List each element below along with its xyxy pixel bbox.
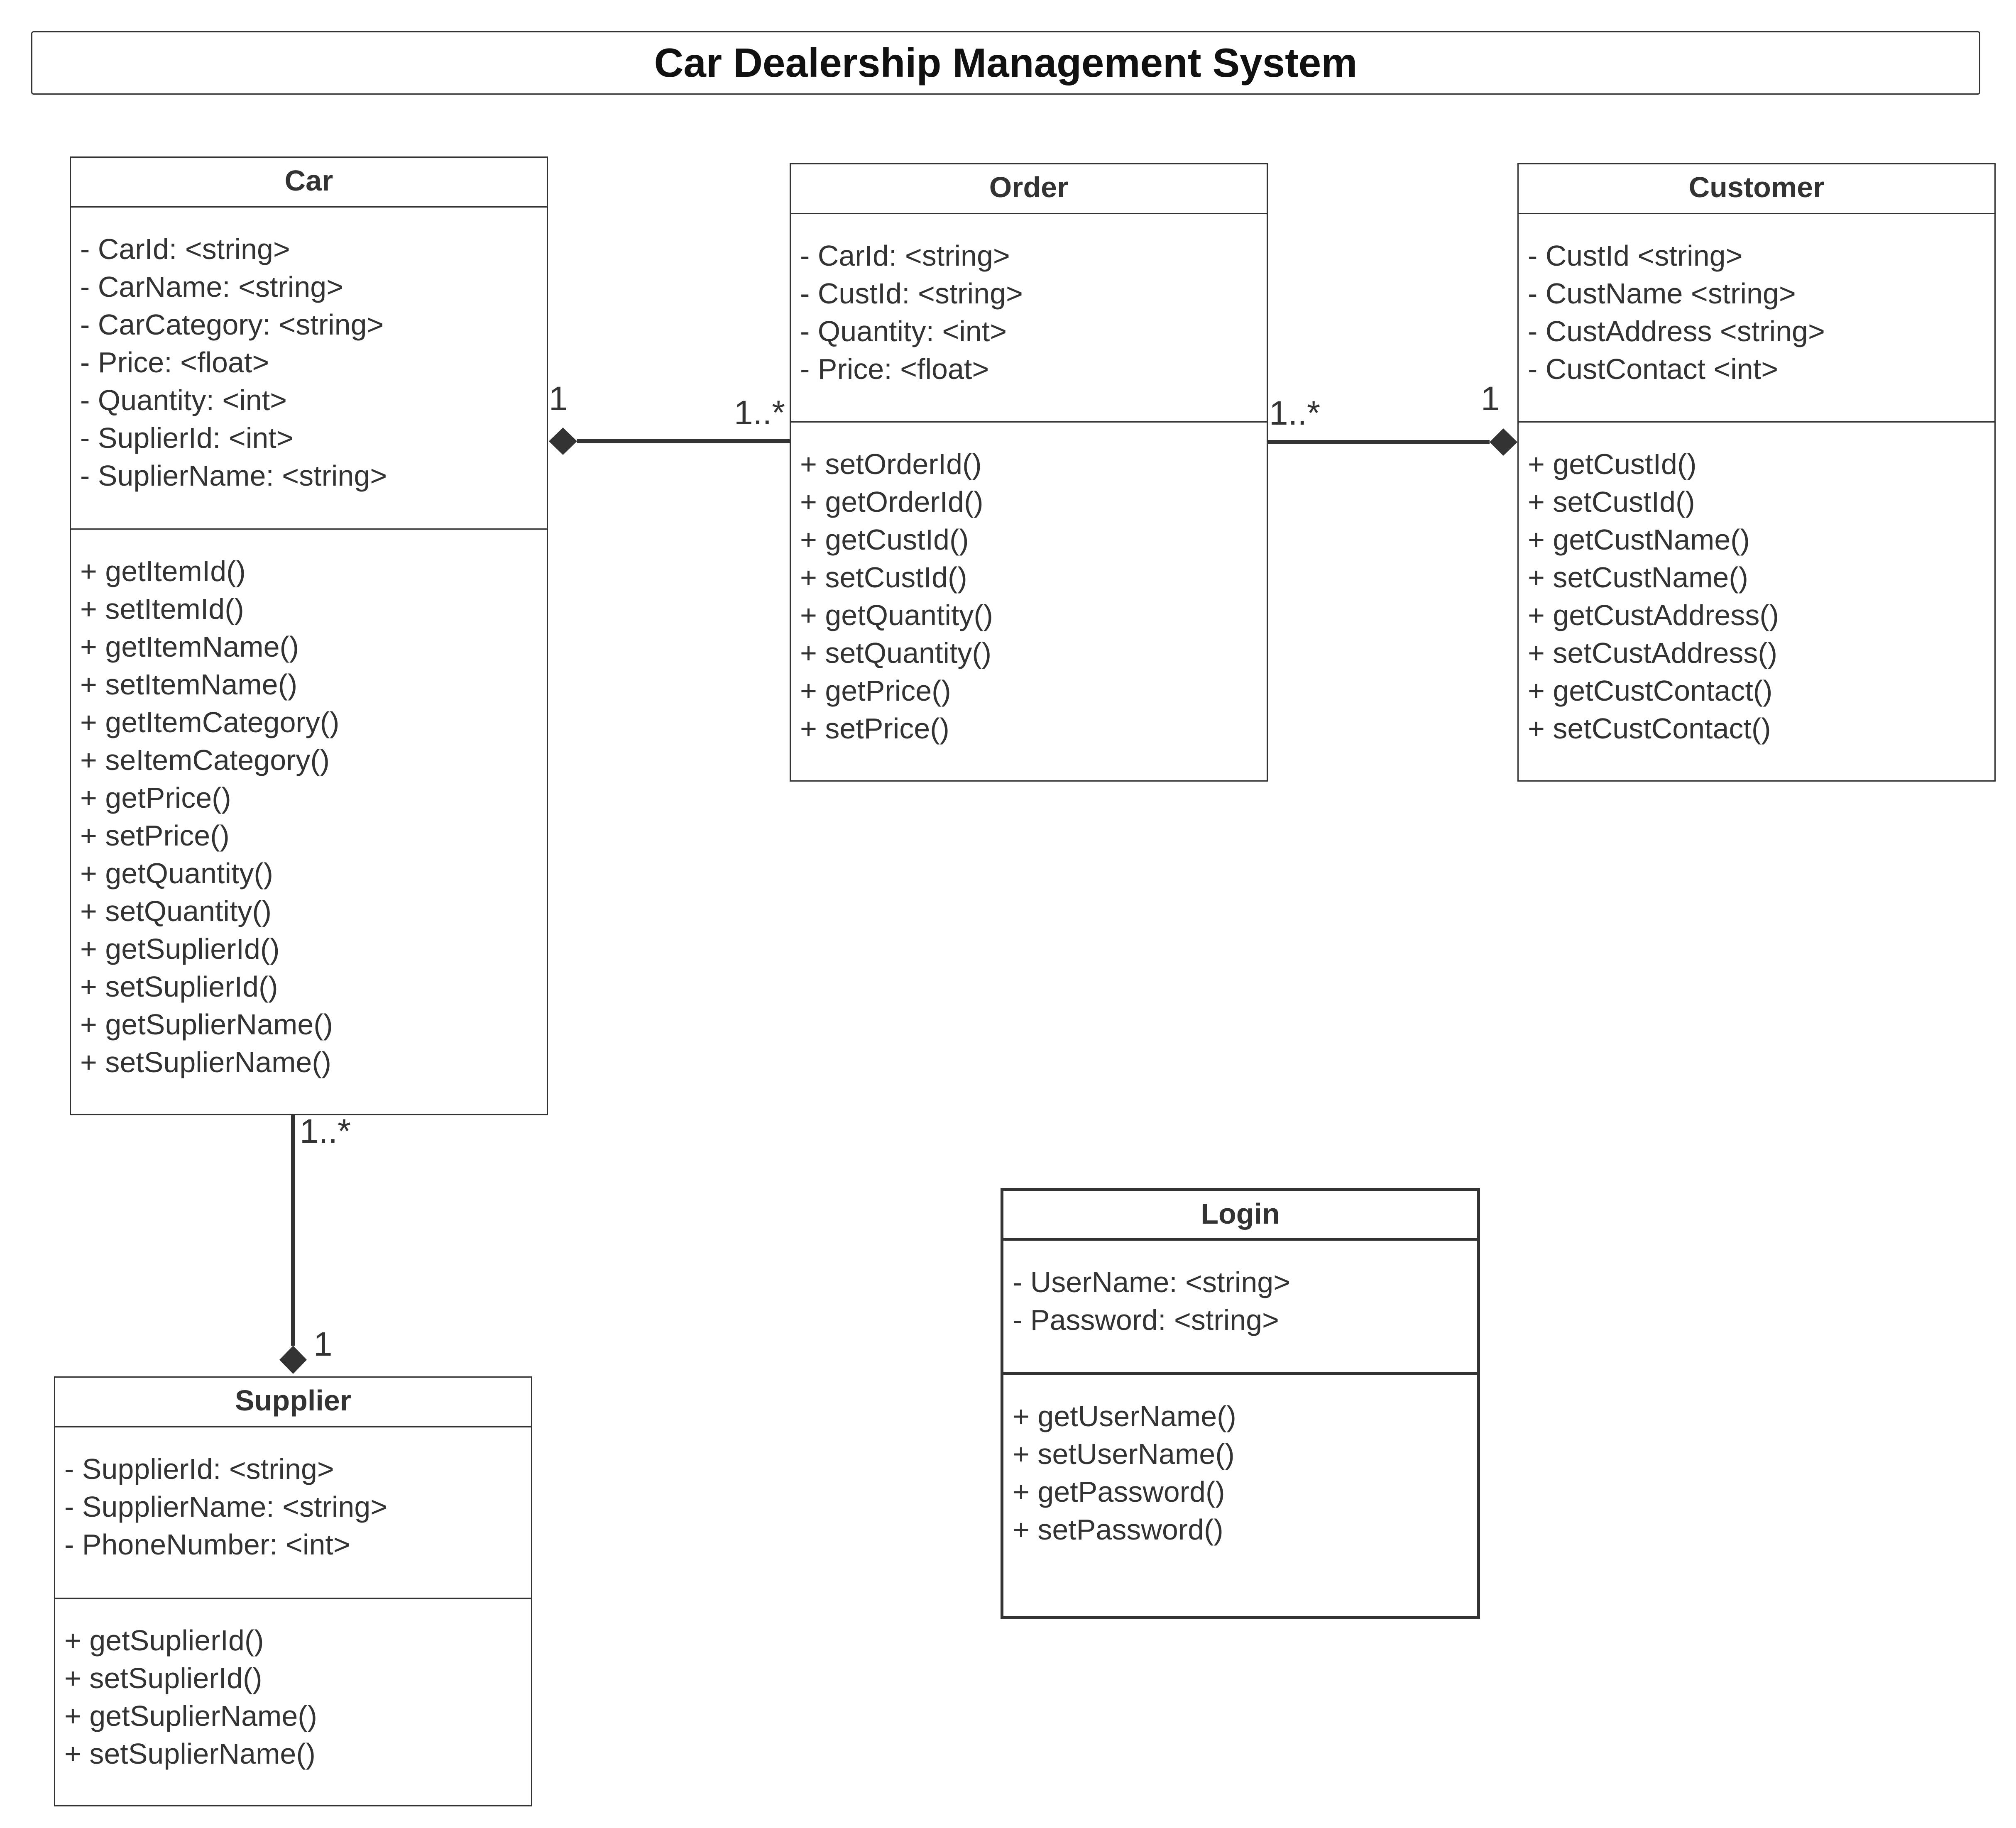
methods-section: + getSuplierId() + setSuplierId() + getSup… [55, 1599, 531, 1773]
method-line: + getCustId() [800, 523, 969, 556]
method-line: + setItemName() [80, 668, 298, 701]
class-name: Supplier [55, 1378, 531, 1427]
diagram-title-box: Car Dealership Management System [31, 31, 1980, 95]
methods-section: + getItemId() + setItemId() + getItemName(… [71, 530, 547, 1081]
class-login[interactable]: Login - UserName: <string> - Password: <s… [1001, 1188, 1480, 1619]
attribute-line: - SupplierId: <string> [64, 1453, 334, 1485]
attributes-section: - CarId: <string> - CustId: <string> - Qua… [791, 214, 1267, 423]
method-line: + getItemCategory() [80, 706, 340, 738]
class-car[interactable]: Car - CarId: <string> - CarName: <string>… [70, 156, 548, 1115]
attributes-section: - CarId: <string> - CarName: <string> - Ca… [71, 208, 547, 530]
method-line: + setPrice() [80, 819, 230, 852]
multiplicity-car-order-order-end: 1..* [734, 394, 785, 432]
methods-section: + getUserName() + setUserName() + getPassw… [1003, 1375, 1477, 1549]
composition-diamond-customer [1490, 428, 1517, 456]
method-line: + seItemCategory() [80, 744, 330, 776]
method-line: + getCustContact() [1528, 675, 1773, 707]
attribute-line: - Quantity: <int> [80, 384, 287, 416]
method-line: + setCustContact() [1528, 712, 1771, 745]
method-line: + setCustAddress() [1528, 637, 1778, 669]
attribute-line: - UserName: <string> [1013, 1266, 1291, 1298]
method-line: + getPrice() [80, 782, 231, 814]
method-line: + getSuplierName() [64, 1700, 317, 1732]
method-line: + getPrice() [800, 675, 951, 707]
method-line: + getPassword() [1013, 1476, 1225, 1508]
methods-section: + getCustId() + setCustId() + getCustName(… [1519, 423, 1994, 748]
method-line: + getSuplierId() [64, 1624, 264, 1657]
class-name: Customer [1519, 164, 1994, 214]
attributes-section: - UserName: <string> - Password: <string> [1003, 1241, 1477, 1375]
method-line: + getCustId() [1528, 448, 1697, 480]
method-line: + setSuplierId() [80, 970, 278, 1003]
attribute-line: - Quantity: <int> [800, 315, 1007, 347]
method-line: + setItemId() [80, 593, 244, 625]
attribute-line: - SuplierId: <int> [80, 422, 294, 454]
attribute-line: - CustAddress <string> [1528, 315, 1825, 347]
attribute-line: - CarId: <string> [800, 239, 1010, 272]
method-line: + setCustName() [1528, 561, 1748, 594]
method-line: + getSuplierName() [80, 1008, 333, 1041]
method-line: + setQuantity() [800, 637, 992, 669]
attribute-line: - CarId: <string> [80, 233, 290, 265]
class-name: Car [71, 158, 547, 208]
methods-section: + setOrderId() + getOrderId() + getCustId(… [791, 423, 1267, 748]
attribute-line: - CarName: <string> [80, 271, 344, 303]
attribute-line: - CustId: <string> [800, 277, 1023, 310]
method-line: + getCustAddress() [1528, 599, 1779, 631]
method-line: + getOrderId() [800, 486, 984, 518]
multiplicity-order-customer-customer-end: 1 [1481, 380, 1500, 418]
attribute-line: - CustContact <int> [1528, 353, 1779, 385]
composition-diamond-supplier [279, 1346, 307, 1374]
method-line: + setSuplierName() [80, 1046, 331, 1078]
attribute-line: - Password: <string> [1013, 1304, 1279, 1336]
method-line: + setCustId() [1528, 486, 1695, 518]
method-line: + setCustId() [800, 561, 967, 594]
class-name: Order [791, 164, 1267, 214]
attribute-line: - Price: <float> [800, 353, 989, 385]
composition-diamond-car [549, 428, 577, 455]
method-line: + setOrderId() [800, 448, 982, 480]
method-line: + getCustName() [1528, 523, 1750, 556]
method-line: + getItemId() [80, 555, 246, 587]
attribute-line: - CustId <string> [1528, 239, 1743, 272]
method-line: + getItemName() [80, 631, 299, 663]
class-supplier[interactable]: Supplier - SupplierId: <string>- Supplie… [54, 1376, 532, 1806]
method-line: + setSuplierName() [64, 1738, 316, 1770]
method-line: + setUserName() [1013, 1438, 1235, 1470]
method-line: + setQuantity() [80, 895, 272, 927]
method-line: + setPassword() [1013, 1513, 1223, 1546]
multiplicity-car-order-car-end: 1 [549, 380, 568, 418]
attributes-section: - CustId <string> - CustName <string> - Cu… [1519, 214, 1994, 423]
attribute-line: - CarCategory: <string> [80, 308, 384, 341]
multiplicity-order-customer-order-end: 1..* [1269, 394, 1320, 432]
class-order[interactable]: Order - CarId: <string> - CustId: <string… [790, 163, 1268, 782]
multiplicity-car-supplier-car-end: 1..* [300, 1112, 351, 1150]
class-name: Login [1003, 1191, 1477, 1241]
method-line: + setPrice() [800, 712, 949, 745]
method-line: + getSuplierId() [80, 933, 280, 965]
method-line: + getQuantity() [80, 857, 273, 890]
method-line: + getQuantity() [800, 599, 993, 631]
attribute-line: - PhoneNumber: <int> [64, 1528, 350, 1561]
attribute-line: - SupplierName: <string> [64, 1491, 388, 1523]
attribute-line: - SuplierName: <string> [80, 459, 387, 492]
attribute-line: - CustName <string> [1528, 277, 1796, 310]
attribute-line: - Price: <float> [80, 346, 269, 379]
class-customer[interactable]: Customer - CustId <string> - CustName <st… [1517, 163, 1996, 782]
multiplicity-car-supplier-supplier-end: 1 [313, 1325, 333, 1363]
attributes-section: - SupplierId: <string> - SupplierName: <s… [55, 1427, 531, 1599]
method-line: + setSuplierId() [64, 1662, 262, 1694]
method-line: + getUserName() [1013, 1400, 1236, 1432]
diagram-title: Car Dealership Management System [654, 40, 1358, 86]
